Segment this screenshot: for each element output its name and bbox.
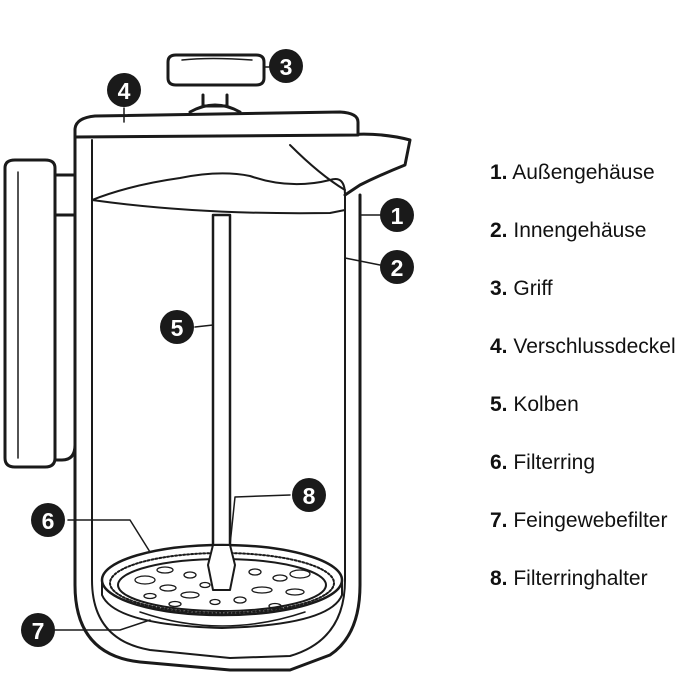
legend-item-5: 5. Kolben: [490, 393, 579, 416]
callout-3: 3: [280, 54, 293, 80]
outer-body: [73, 128, 362, 672]
callout-2: 2: [391, 255, 404, 281]
callout-5: 5: [171, 315, 184, 341]
handle-grip: [3, 158, 57, 469]
legend-item-7: 7. Feingewebefilter: [490, 509, 668, 532]
callout-6: 6: [42, 508, 55, 534]
callout-1: 1: [391, 203, 404, 229]
knob-stem: [201, 93, 229, 108]
callout-8: 8: [303, 483, 316, 509]
legend-item-4: 4. Verschlussdeckel: [490, 335, 676, 358]
callout-7: 7: [32, 618, 45, 644]
plunger-rod: [211, 213, 232, 547]
filter-holder: [207, 544, 236, 591]
knob: [166, 53, 266, 87]
callout-4: 4: [118, 78, 131, 104]
inner-glass: [91, 139, 346, 659]
legend-item-2: 2. Innengehäuse: [490, 219, 647, 242]
liquid-surface: [91, 172, 346, 201]
legend-item-8: 8. Filterringhalter: [490, 567, 648, 590]
lid: [73, 110, 360, 139]
legend-item-6: 6. Filterring: [490, 451, 596, 474]
legend-item-1: 1. Außengehäuse: [490, 161, 655, 184]
spout: [343, 132, 412, 197]
legend-item-3: 3. Griff: [490, 277, 553, 300]
